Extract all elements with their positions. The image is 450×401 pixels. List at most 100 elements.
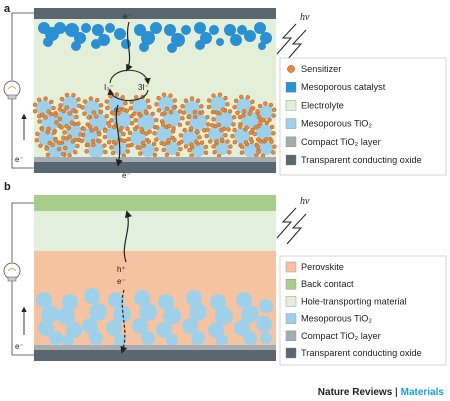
sensitizer-dot — [43, 115, 48, 120]
sensitizer-dot — [49, 99, 54, 105]
sensitizer-dot — [183, 98, 189, 103]
sensitizer-dot — [194, 139, 199, 144]
legend-a-label-3: Mesoporous TiO₂ — [301, 119, 372, 129]
sensitizer-dot — [86, 115, 91, 120]
legend-b-swatch-1 — [285, 279, 297, 290]
legend-a-swatch-1 — [285, 81, 297, 93]
sensitizer-dot — [203, 150, 209, 155]
legend-a — [279, 57, 447, 176]
sensitizer-dot — [154, 117, 159, 123]
electron-label-bottom-a: e⁻ — [122, 171, 131, 180]
journal-section: Materials — [401, 387, 445, 398]
sensitizer-dot — [185, 121, 190, 126]
sensitizer-dot — [121, 131, 126, 137]
sensitizer-dot — [82, 111, 87, 116]
sensitizer-dot — [94, 97, 100, 103]
sensitizer-dot — [182, 127, 187, 133]
sensitizer-dot — [34, 138, 39, 143]
sensitizer-dot — [59, 96, 65, 102]
journal-footer: Nature Reviews | Materials — [318, 387, 445, 398]
sensitizer-dot — [161, 92, 167, 97]
sensitizer-dot — [110, 150, 116, 156]
sensitizer-dot — [267, 117, 272, 122]
sensitizer-dot — [186, 114, 192, 119]
compact-tio2-b — [34, 345, 276, 350]
sensitizer-dot — [199, 110, 205, 115]
sensitizer-dot — [269, 124, 275, 130]
sensitizer-dot — [255, 109, 260, 114]
electron-path-down-a — [115, 104, 123, 167]
sensitizer-dot — [151, 141, 157, 147]
legend-a-swatch-2 — [285, 100, 297, 111]
sensitizer-dot — [87, 124, 93, 129]
sensitizer-dot — [167, 123, 172, 129]
sensitizer-dot — [159, 111, 165, 117]
sensitizer-dot — [177, 109, 183, 114]
sensitizer-dot — [250, 99, 255, 104]
sensitizer-dot — [62, 130, 67, 135]
sensitizer-dot — [71, 108, 76, 113]
sensitizer-dot — [268, 102, 274, 108]
sensitizer-dot — [228, 144, 233, 149]
sensitizer-dot — [47, 140, 52, 146]
sensitizer-dot — [264, 120, 270, 126]
light-bolt-1-b — [276, 207, 297, 239]
sensitizer-dot — [132, 111, 137, 116]
legend-b-swatch-0 — [285, 261, 297, 273]
sensitizer-dot — [120, 95, 125, 100]
sensitizer-dot — [206, 104, 212, 110]
sensitizer-dot — [35, 131, 40, 137]
sensitizer-dot — [211, 116, 216, 122]
sensitizer-dot — [189, 96, 195, 101]
sensitizer-dot — [78, 132, 83, 137]
redox-arrow-bottom — [107, 88, 149, 102]
sensitizer-dot — [247, 111, 252, 116]
sensitizer-dot — [232, 104, 237, 110]
sensitizer-dot — [180, 104, 185, 109]
sensitizer-dot — [127, 130, 133, 136]
sensitizer-dot — [111, 111, 116, 116]
sensitizer-dot — [178, 146, 183, 152]
sensitizer-dot — [188, 126, 194, 131]
sensitizer-dot — [237, 114, 243, 120]
sensitizer-dot — [225, 139, 230, 144]
sensitizer-dot — [223, 95, 228, 101]
external-wire-top-a — [11, 12, 34, 80]
sensitizer-dot — [175, 151, 181, 157]
sensitizer-dot — [166, 137, 171, 143]
sensitizer-dot — [145, 98, 151, 104]
sensitizer-dot — [61, 151, 66, 157]
sensitizer-dot — [144, 131, 149, 136]
sensitizer-dot — [219, 137, 225, 142]
sensitizer-dot — [189, 142, 194, 147]
legend-b-label-5: Transparent conducting oxide — [301, 348, 422, 358]
sensitizer-dot — [205, 127, 210, 132]
sensitizer-dot — [32, 108, 38, 114]
sensitizer-dot — [79, 138, 85, 144]
sensitizer-dot — [114, 92, 120, 97]
sensitizer-dot — [225, 102, 230, 107]
sensitizer-dot — [256, 114, 262, 120]
lightbulb-icon — [3, 80, 21, 100]
sensitizer-dot — [271, 113, 276, 118]
sensitizer-dot — [232, 139, 238, 145]
sensitizer-dot — [170, 129, 176, 134]
sensitizer-dot — [51, 105, 56, 111]
legend-b-label-1: Back contact — [301, 279, 354, 289]
sensitizer-dot — [210, 122, 215, 128]
sensitizer-dot — [91, 110, 97, 115]
sensitizer-dot — [67, 111, 72, 116]
hv-label-b: hv — [300, 196, 310, 207]
sensitizer-dot — [76, 97, 81, 102]
sensitizer-dot — [252, 131, 257, 137]
hole-label-b: h⁺ — [117, 265, 126, 274]
sensitizer-dot — [177, 122, 183, 128]
legend-a-swatch-3 — [285, 118, 297, 129]
compact-tio2-a — [34, 157, 276, 162]
sensitizer-dot — [172, 98, 178, 103]
sensitizer-dot — [107, 123, 112, 128]
sensitizer-dot — [255, 144, 260, 149]
sensitizer-dot — [206, 98, 212, 103]
sensitizer-dot — [57, 107, 63, 112]
sensitizer-dot — [168, 109, 174, 115]
